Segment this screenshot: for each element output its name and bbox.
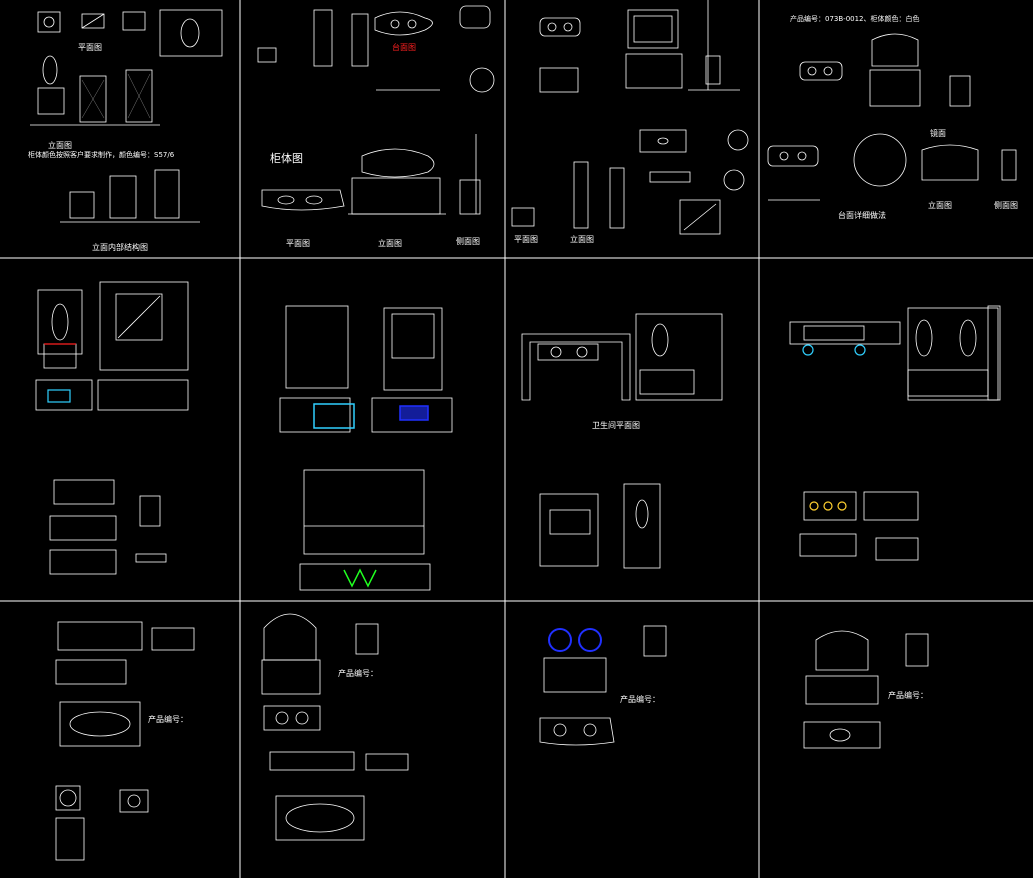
panel-3	[511, 0, 749, 235]
panel-12	[803, 630, 929, 749]
panel-1-hatch	[81, 73, 151, 119]
panel-5	[35, 281, 189, 575]
p1-front-label: 立面图	[48, 141, 72, 150]
p4-front-label: 立面图	[928, 201, 952, 210]
washbasin-icon	[69, 711, 131, 737]
panel-9	[55, 621, 195, 861]
panel-11-accents	[548, 628, 602, 652]
p12-specs-label: 产品编号：	[888, 691, 928, 700]
p1-note-label: 柜体颜色按照客户要求制作，颜色编号：S57/6	[28, 151, 175, 159]
panel-8-accents	[802, 344, 866, 511]
panel-5-accents	[44, 343, 76, 403]
p1-elev-title: 立面内部结构图	[92, 243, 148, 252]
p2-side-label: 侧面图	[456, 237, 480, 246]
mirror-oval-icon	[263, 613, 317, 661]
panel-4	[767, 33, 1017, 201]
mirror-oval-icon	[651, 323, 669, 357]
p7-title-label: 卫生间平面图	[592, 421, 640, 430]
p10-specs-label: 产品编号：	[338, 669, 378, 678]
p2-top-label: 台面图	[392, 43, 416, 52]
washbasin-icon	[829, 728, 851, 742]
p4-header-label: 产品编号：073B-0012、柜体颜色：白色	[790, 15, 920, 23]
p9-specs-label: 产品编号：	[148, 715, 188, 724]
washbasin-icon	[285, 803, 355, 833]
panel-8	[789, 305, 1001, 561]
p4-mirror-label: 镜面	[930, 129, 946, 138]
panel-11	[539, 625, 667, 746]
mirror-oval-icon	[815, 630, 869, 671]
panel-1	[30, 9, 223, 223]
p4-side-label: 侧面图	[994, 201, 1018, 210]
p1-plan-label: 平面图	[78, 43, 102, 52]
mirror-oval-icon	[180, 18, 200, 48]
p2-front-label: 立面图	[378, 239, 402, 248]
p4-detail-label: 台面详细做法	[838, 211, 886, 220]
mirror-oval-icon	[51, 303, 69, 341]
panel-2	[257, 5, 495, 215]
p2-cabinet-label: 柜体图	[270, 152, 303, 165]
panel-6	[279, 305, 453, 591]
panel-6-accents	[313, 403, 429, 588]
panel-7	[521, 313, 723, 569]
mirror-oval-icon	[361, 148, 435, 178]
p11-specs-label: 产品编号：	[620, 695, 660, 704]
panel-10	[261, 613, 409, 841]
p2-plan-label: 平面图	[286, 239, 310, 248]
cabinet-icon	[55, 817, 85, 861]
mirror-oval-icon	[915, 319, 933, 357]
p3-front-label: 立面图	[570, 235, 594, 244]
p3-plan-label: 平面图	[514, 235, 538, 244]
